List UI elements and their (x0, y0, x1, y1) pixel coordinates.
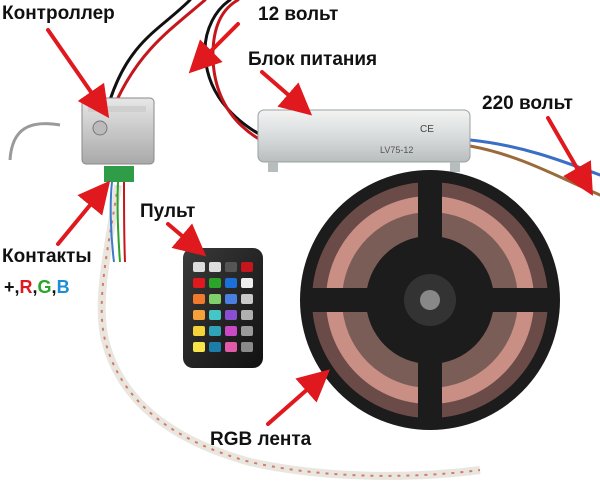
pin-plus: +, (4, 277, 20, 297)
pin-r: R (19, 277, 33, 297)
pin-b: B (56, 277, 70, 297)
remote-buttons (193, 262, 253, 352)
controller-box-icon (8, 97, 155, 263)
arrow-rgb-strip (266, 369, 331, 426)
label-12-volt: 12 вольт (258, 4, 339, 25)
label-rgb-strip: RGB лента (210, 429, 312, 450)
arrow-controller (46, 28, 110, 119)
label-remote: Пульт (140, 201, 196, 222)
arrow-psu (260, 70, 313, 116)
led-strip-reel-icon (300, 170, 560, 430)
pin-comma-1: , (32, 277, 38, 297)
ir-remote-icon (183, 248, 263, 368)
label-220-volt: 220 вольт (482, 93, 573, 114)
label-power-supply: Блок питания (248, 49, 378, 70)
label-controller: Контроллер (2, 3, 115, 24)
arrow-220v (546, 116, 594, 196)
psu-model-text: LV75-12 (380, 145, 413, 155)
pin-g: G (37, 277, 52, 297)
pointer-arrows (46, 22, 594, 426)
arrow-remote (166, 222, 207, 257)
arrow-12v (188, 22, 240, 74)
power-supply-icon: LV75-12 CE (257, 109, 471, 172)
label-contacts: Контакты (2, 246, 92, 267)
arrow-contacts (56, 180, 111, 246)
pin-comma-2: , (51, 277, 57, 297)
label-rgb-pins: +,R,G,B (4, 278, 70, 296)
svg-text:CE: CE (420, 124, 434, 135)
